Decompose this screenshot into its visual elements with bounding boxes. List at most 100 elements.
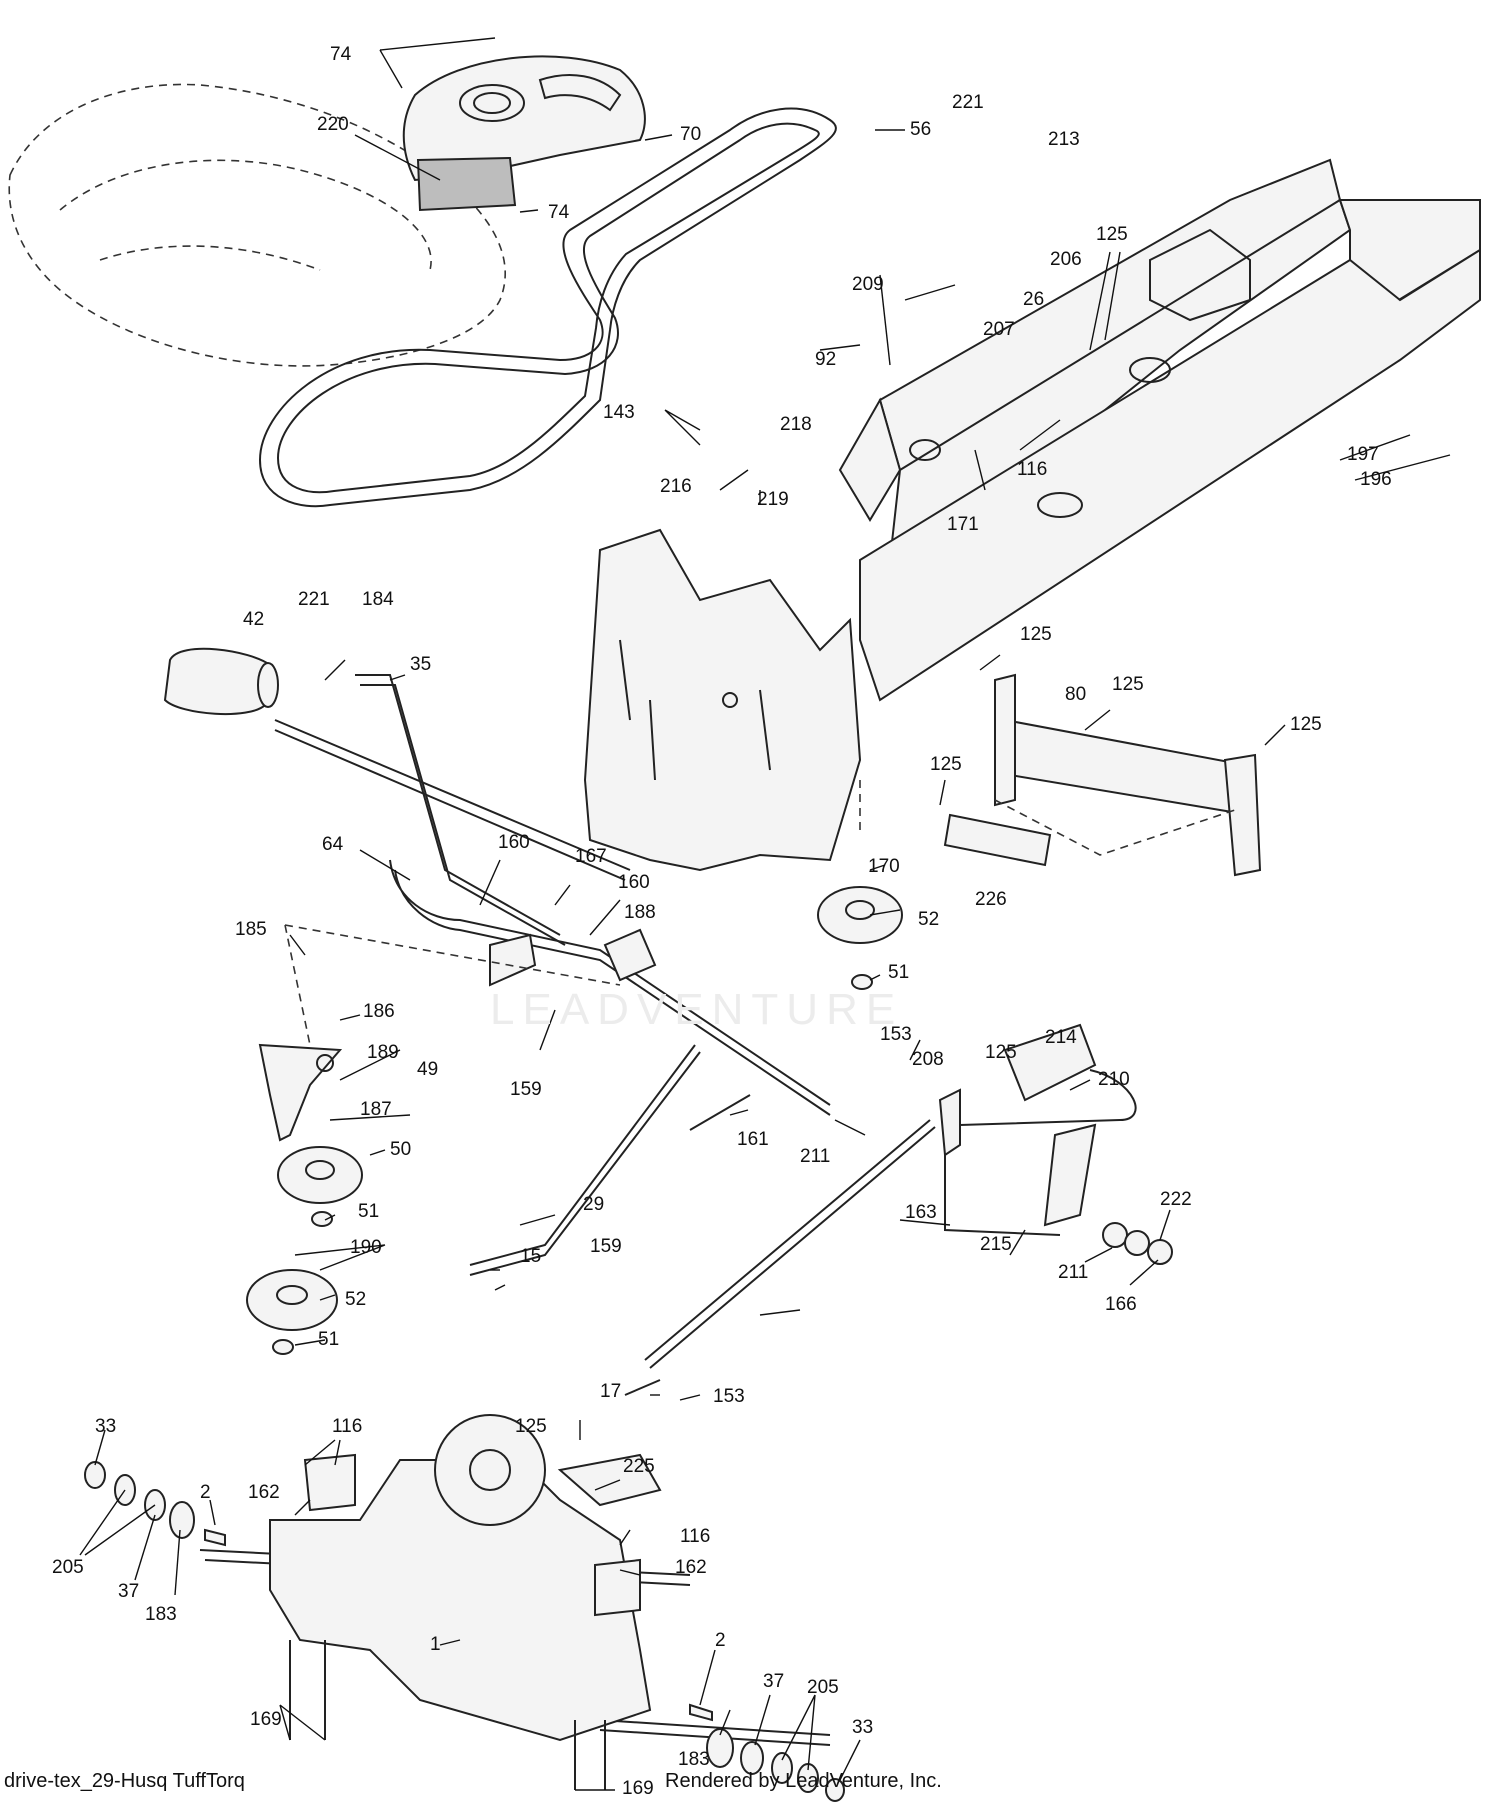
callout-220: 220 (317, 114, 349, 135)
callout-125-top: 125 (1096, 224, 1128, 245)
callout-125-bottom: 125 (515, 1416, 547, 1437)
callout-153-bottom: 153 (713, 1386, 745, 1407)
pedals (938, 1023, 1173, 1265)
callout-37-left: 37 (118, 1581, 139, 1602)
axle-washers (84, 1461, 845, 1802)
drive-belt (258, 107, 837, 508)
callout-207: 207 (983, 319, 1015, 340)
callout-188: 188 (624, 902, 656, 923)
transaxle (199, 1414, 831, 1790)
callout-125-a: 125 (1112, 674, 1144, 695)
callout-33-left: 33 (95, 1416, 116, 1437)
chassis-frame (838, 158, 1481, 702)
callout-185: 185 (235, 919, 267, 940)
callout-153-top: 153 (880, 1024, 912, 1045)
pulleys (246, 886, 903, 1355)
callout-218: 218 (780, 414, 812, 435)
dash-panel (583, 528, 862, 872)
callout-116-left: 116 (332, 1416, 362, 1437)
callout-50: 50 (390, 1139, 411, 1160)
callout-125-mid: 125 (1020, 624, 1052, 645)
callout-190: 190 (350, 1237, 382, 1258)
callout-162-left: 162 (248, 1482, 280, 1503)
linkage-rods (469, 1044, 936, 1396)
callout-125-b: 125 (1290, 714, 1322, 735)
callout-183-left: 183 (145, 1604, 177, 1625)
callout-17: 17 (600, 1381, 621, 1402)
callout-2-right: 2 (715, 1630, 726, 1651)
callout-70: 70 (680, 124, 701, 145)
decal-220 (416, 156, 517, 212)
callout-226: 226 (975, 889, 1007, 910)
callout-51-mid: 51 (358, 1201, 379, 1222)
callout-159-a: 159 (510, 1079, 542, 1100)
callout-211-b: 211 (1058, 1262, 1088, 1283)
callout-205-left: 205 (52, 1557, 84, 1578)
callout-1: 1 (430, 1634, 441, 1655)
callout-214: 214 (1045, 1027, 1077, 1048)
callout-187: 187 (360, 1099, 392, 1120)
callout-216: 216 (660, 476, 692, 497)
callout-2-left: 2 (200, 1482, 211, 1503)
callout-92: 92 (815, 349, 836, 370)
callout-222: 222 (1160, 1189, 1192, 1210)
callout-208: 208 (912, 1049, 944, 1070)
callout-206: 206 (1050, 249, 1082, 270)
watermark: LEADVENTURE (490, 985, 904, 1034)
callout-163: 163 (905, 1202, 937, 1223)
callout-161: 161 (737, 1129, 769, 1150)
callout-205-right: 205 (807, 1677, 839, 1698)
callout-189: 189 (367, 1042, 399, 1063)
callout-221-mid: 221 (298, 589, 330, 610)
callout-143: 143 (603, 402, 635, 423)
callout-42: 42 (243, 609, 264, 630)
callout-80: 80 (1065, 684, 1086, 705)
callout-56: 56 (910, 119, 931, 140)
callout-125-pedal: 125 (985, 1042, 1017, 1063)
callout-183-right: 183 (678, 1749, 710, 1770)
idler-bracket (258, 924, 621, 1142)
leader-lines (79, 37, 1451, 1791)
callout-221-top: 221 (952, 92, 984, 113)
callout-167: 167 (575, 846, 607, 867)
callout-213: 213 (1048, 129, 1080, 150)
hitch-bracket (859, 673, 1262, 877)
callout-35: 35 (410, 654, 431, 675)
callout-52-top: 52 (918, 909, 939, 930)
callout-116-top: 116 (1017, 459, 1047, 480)
callout-184: 184 (362, 589, 394, 610)
callout-116-right: 116 (680, 1526, 710, 1547)
callout-74-mid: 74 (548, 202, 570, 223)
callout-160-a: 160 (498, 832, 530, 853)
callout-169-bottom: 169 (622, 1778, 654, 1799)
callout-166: 166 (1105, 1294, 1137, 1315)
callout-171: 171 (947, 514, 979, 535)
callout-169-left: 169 (250, 1709, 282, 1730)
callout-125-c: 125 (930, 754, 962, 775)
callout-labels: 74 220 70 56 74 221 213 125 206 26 209 2… (52, 44, 1392, 1799)
callout-52-bottom: 52 (345, 1289, 366, 1310)
callout-51-top: 51 (888, 962, 909, 983)
callout-29: 29 (583, 1194, 604, 1215)
callout-26: 26 (1023, 289, 1044, 310)
seat-outline (8, 83, 506, 367)
callout-186: 186 (363, 1001, 395, 1022)
callout-225: 225 (623, 1456, 655, 1477)
callout-15: 15 (520, 1246, 541, 1267)
callout-33-right: 33 (852, 1717, 873, 1738)
fender-cover (402, 55, 646, 212)
callout-160-b: 160 (618, 872, 650, 893)
callout-197: 197 (1347, 444, 1379, 465)
callout-51-bottom: 51 (318, 1329, 339, 1350)
callout-211-a: 211 (800, 1146, 830, 1167)
callout-196: 196 (1360, 469, 1392, 490)
callout-162-right: 162 (675, 1557, 707, 1578)
render-credit: Rendered by LeadVenture, Inc. (665, 1770, 942, 1792)
callout-219: 219 (757, 489, 789, 510)
callout-210: 210 (1098, 1069, 1130, 1090)
callout-74-top: 74 (330, 44, 352, 65)
callout-64: 64 (322, 834, 344, 855)
callout-37-right: 37 (763, 1671, 784, 1692)
callout-159-b: 159 (590, 1236, 622, 1257)
